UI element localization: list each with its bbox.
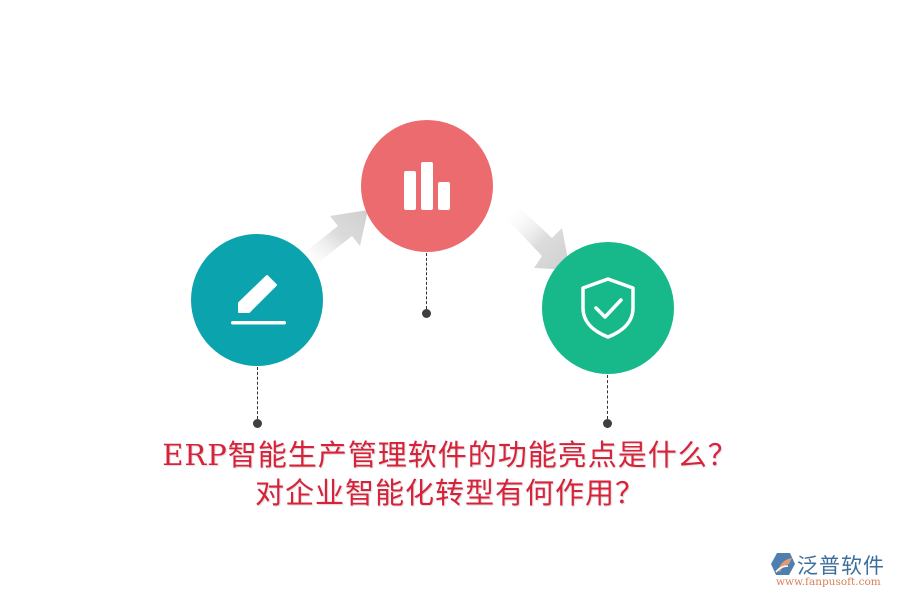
- arrow-up-right-icon: [300, 210, 368, 266]
- secure-node: [542, 242, 674, 374]
- edit-connector-line: [257, 367, 258, 419]
- fanpu-logo-icon: [771, 553, 795, 575]
- shield-check-icon: [581, 277, 635, 339]
- edit-connector-dot: [253, 419, 262, 428]
- chart-connector-line: [426, 253, 427, 309]
- arrow-down-right-icon: [506, 208, 570, 270]
- title-line-2: 对企业智能化转型有何作用？: [254, 476, 645, 510]
- secure-connector-dot: [603, 419, 612, 428]
- chart-connector-dot: [422, 309, 431, 318]
- bar-chart-icon: [404, 162, 450, 210]
- brand-url: www.fanpusoft.com: [776, 576, 881, 588]
- brand-name: 泛普软件: [797, 554, 885, 578]
- chart-node: [361, 120, 493, 252]
- edit-node: [191, 234, 323, 366]
- title-line-1: ERP智能生产管理软件的功能亮点是什么？: [162, 438, 738, 472]
- pencil-icon: [231, 275, 286, 325]
- secure-connector-line: [607, 375, 608, 419]
- brand-logo: 泛普软件 www.fanpusoft.com: [770, 550, 895, 590]
